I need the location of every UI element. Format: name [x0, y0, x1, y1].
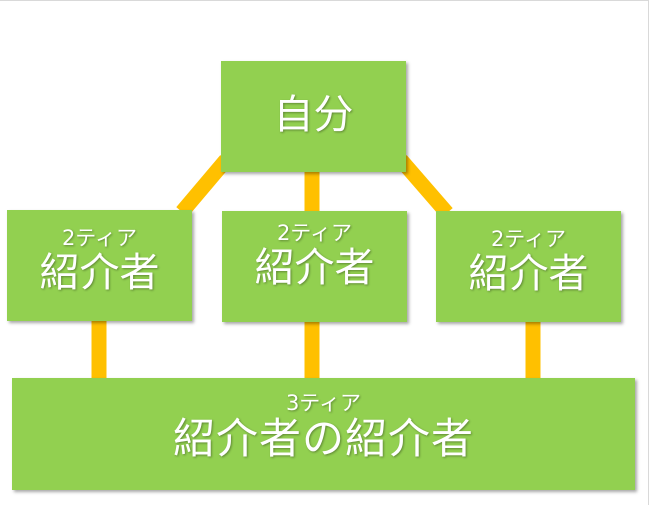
node-tier3-label: 紹介者の紹介者 — [172, 414, 474, 463]
node-tier2-left-tier: 2ティア — [61, 226, 138, 250]
node-tier2-right-label: 紹介者 — [468, 251, 589, 297]
node-tier2-center-tier: 2ティア — [276, 221, 353, 245]
node-self: 自分 — [221, 61, 406, 172]
node-tier2-center: 2ティア 紹介者 — [222, 211, 407, 322]
node-tier3: 3ティア 紹介者の紹介者 — [12, 378, 635, 490]
connector-self-to-right — [395, 155, 453, 218]
node-tier3-tier: 3ティア — [285, 391, 362, 415]
node-tier2-right-tier: 2ティア — [490, 227, 567, 251]
frame-border-top — [0, 0, 649, 1]
node-tier2-left: 2ティア 紹介者 — [7, 210, 192, 321]
connector-self-to-left — [176, 155, 232, 217]
node-tier2-right: 2ティア 紹介者 — [436, 211, 621, 322]
node-tier2-center-label: 紹介者 — [254, 245, 375, 291]
node-tier2-left-label: 紹介者 — [39, 250, 160, 296]
node-self-label: 自分 — [273, 92, 354, 138]
